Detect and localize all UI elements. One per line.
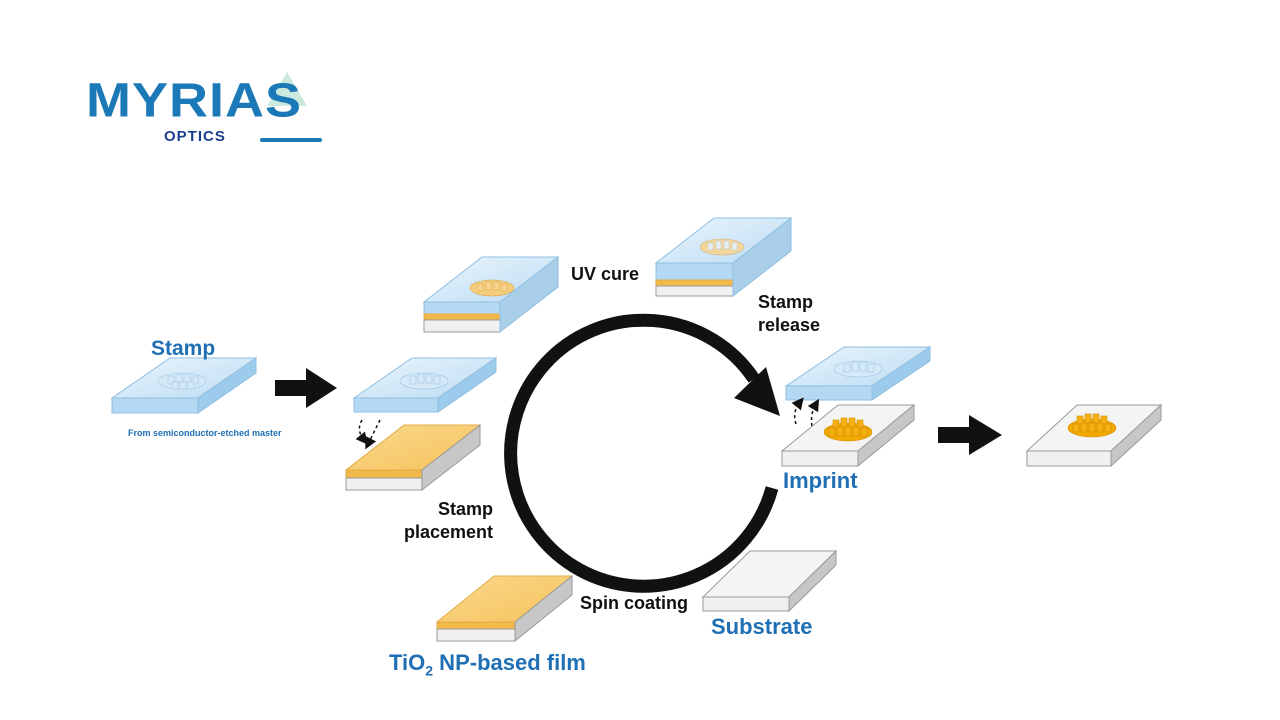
stamp-slab: [110, 357, 258, 414]
logo-wordmark: MYRIAS: [86, 73, 303, 128]
tio2-film-stack: [435, 574, 574, 643]
label-stamp-release: Stamp release: [758, 292, 821, 335]
stamp-pillar-pattern: [157, 372, 207, 390]
label-imprint: Imprint: [783, 468, 858, 493]
logo-triangle-icon: [267, 72, 307, 106]
final-product: [1025, 403, 1163, 468]
label-tio2-film: TiO2 NP-based film: [389, 650, 586, 679]
label-stamp-source: From semiconductor-etched master: [128, 428, 282, 438]
label-uv-cure: UV cure: [571, 264, 640, 284]
placement-film-stack: [344, 423, 482, 492]
label-substrate: Substrate: [711, 614, 813, 639]
placement-stamp: [352, 357, 498, 413]
myrias-logo: MYRIAS OPTICS: [82, 68, 372, 158]
uv-cure-stack-right: [654, 216, 793, 298]
arrow-right-icon: [275, 368, 337, 408]
uv-cure-stack-left: [422, 255, 560, 334]
logo-subtitle: OPTICS: [164, 128, 226, 145]
imprint-substrate: [780, 403, 916, 468]
release-dashed-arrows: [791, 397, 820, 427]
imprint-pattern: [823, 417, 873, 442]
substrate-slab: [701, 549, 838, 613]
logo-underline: [260, 138, 322, 142]
label-stamp-placement: Stamp placement: [404, 499, 494, 542]
arrow-right-icon: [938, 415, 1002, 455]
label-stamp: Stamp: [151, 337, 216, 360]
placement-dashed-arrows: [355, 419, 381, 450]
label-spin-coating: Spin coating: [580, 593, 688, 613]
released-stamp: [784, 346, 932, 401]
process-cycle-arrow: [504, 313, 780, 593]
